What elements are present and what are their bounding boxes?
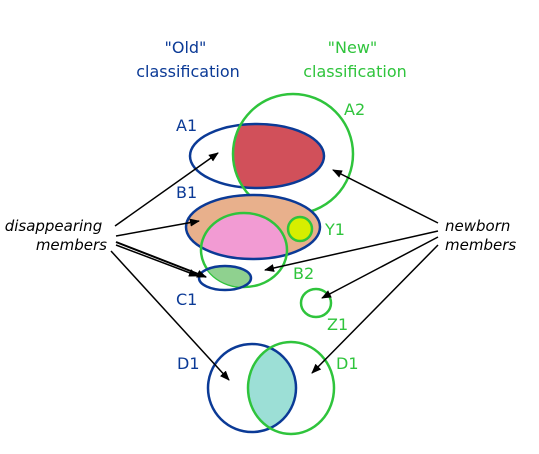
old-classification-heading: "Old" classification <box>136 38 240 81</box>
disappearing-members-label: disappearing members <box>5 217 107 254</box>
old-heading-line-1: "Old" <box>164 38 206 57</box>
arrow-disappearing-to-d1 <box>110 250 230 381</box>
newborn-members-label: newborn members <box>445 217 516 254</box>
group-d <box>206 340 336 436</box>
arrow-newborn-to-d1 <box>311 244 439 374</box>
label-d1-new: D1 <box>336 354 359 373</box>
a1-ellipse <box>188 122 326 190</box>
label-c1: C1 <box>176 290 197 309</box>
d1-new-circle <box>246 340 336 436</box>
label-a1: A1 <box>176 116 197 135</box>
c1-ellipse <box>197 264 253 292</box>
label-y1: Y1 <box>324 220 345 239</box>
disappearing-line-2: members <box>36 236 107 254</box>
b1-ellipse <box>184 193 322 261</box>
disappearing-line-1: disappearing <box>5 217 103 235</box>
new-classification-heading: "New" classification <box>303 38 407 81</box>
arrow-disappearing-to-a1 <box>114 152 219 227</box>
arrow-newborn-to-z1 <box>321 236 439 299</box>
newborn-line-1: newborn <box>445 217 510 235</box>
label-a2: A2 <box>344 100 365 119</box>
y1-circle <box>286 215 314 243</box>
z1-circle <box>299 287 333 319</box>
arrow-newborn-to-a2 <box>332 169 439 224</box>
newborn-line-2: members <box>445 236 516 254</box>
label-b1: B1 <box>176 183 197 202</box>
d-overlap-fill <box>248 344 296 432</box>
arrow-disappearing-to-c1-second <box>115 244 199 277</box>
arrow-newborn-to-b2 <box>264 230 439 272</box>
d1-old-circle <box>206 342 298 434</box>
label-b2: B2 <box>293 264 314 283</box>
group-c <box>197 264 253 292</box>
label-d1-old: D1 <box>177 354 200 373</box>
old-heading-line-2: classification <box>136 62 240 81</box>
newborn-arrows <box>264 169 439 374</box>
disappearing-arrows <box>110 152 230 381</box>
b-new-fill <box>201 213 287 259</box>
arrow-disappearing-to-b1 <box>115 218 200 237</box>
new-heading-line-2: classification <box>303 62 407 81</box>
new-heading-line-1: "New" <box>328 38 378 57</box>
label-z1: Z1 <box>327 315 348 334</box>
